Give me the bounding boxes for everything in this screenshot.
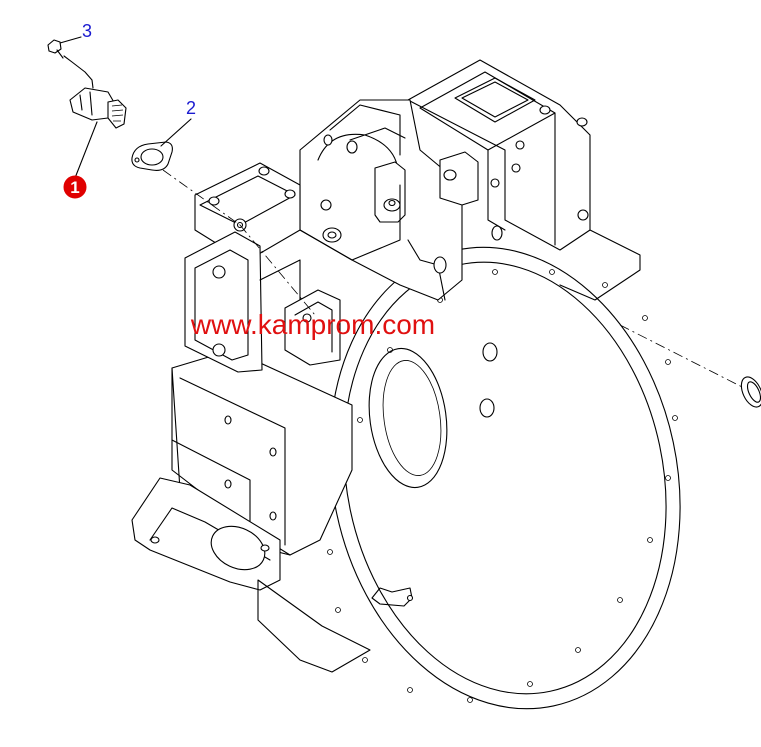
flywheel-housing-ring xyxy=(327,246,681,710)
callout-2-label: 2 xyxy=(186,98,196,118)
callout-1: 1 xyxy=(63,121,98,199)
part-3-bolt xyxy=(47,39,64,59)
edge-seal-ring xyxy=(740,376,761,408)
leader-lines xyxy=(162,169,753,393)
callout-3: 3 xyxy=(59,21,92,44)
housing-lower-body xyxy=(131,349,371,673)
housing-side-cover xyxy=(184,162,341,373)
callout-3-label: 3 xyxy=(82,21,92,41)
callout-1-label: 1 xyxy=(70,178,79,197)
watermark-text: www.kamprom.com xyxy=(190,309,435,340)
housing-upper-block xyxy=(299,59,641,301)
housing-inner-recess xyxy=(368,342,498,607)
callout-2: 2 xyxy=(160,98,196,147)
callout-1-badge xyxy=(63,175,87,199)
part-1-sensor xyxy=(63,55,127,129)
part-2-gasket xyxy=(131,141,173,171)
